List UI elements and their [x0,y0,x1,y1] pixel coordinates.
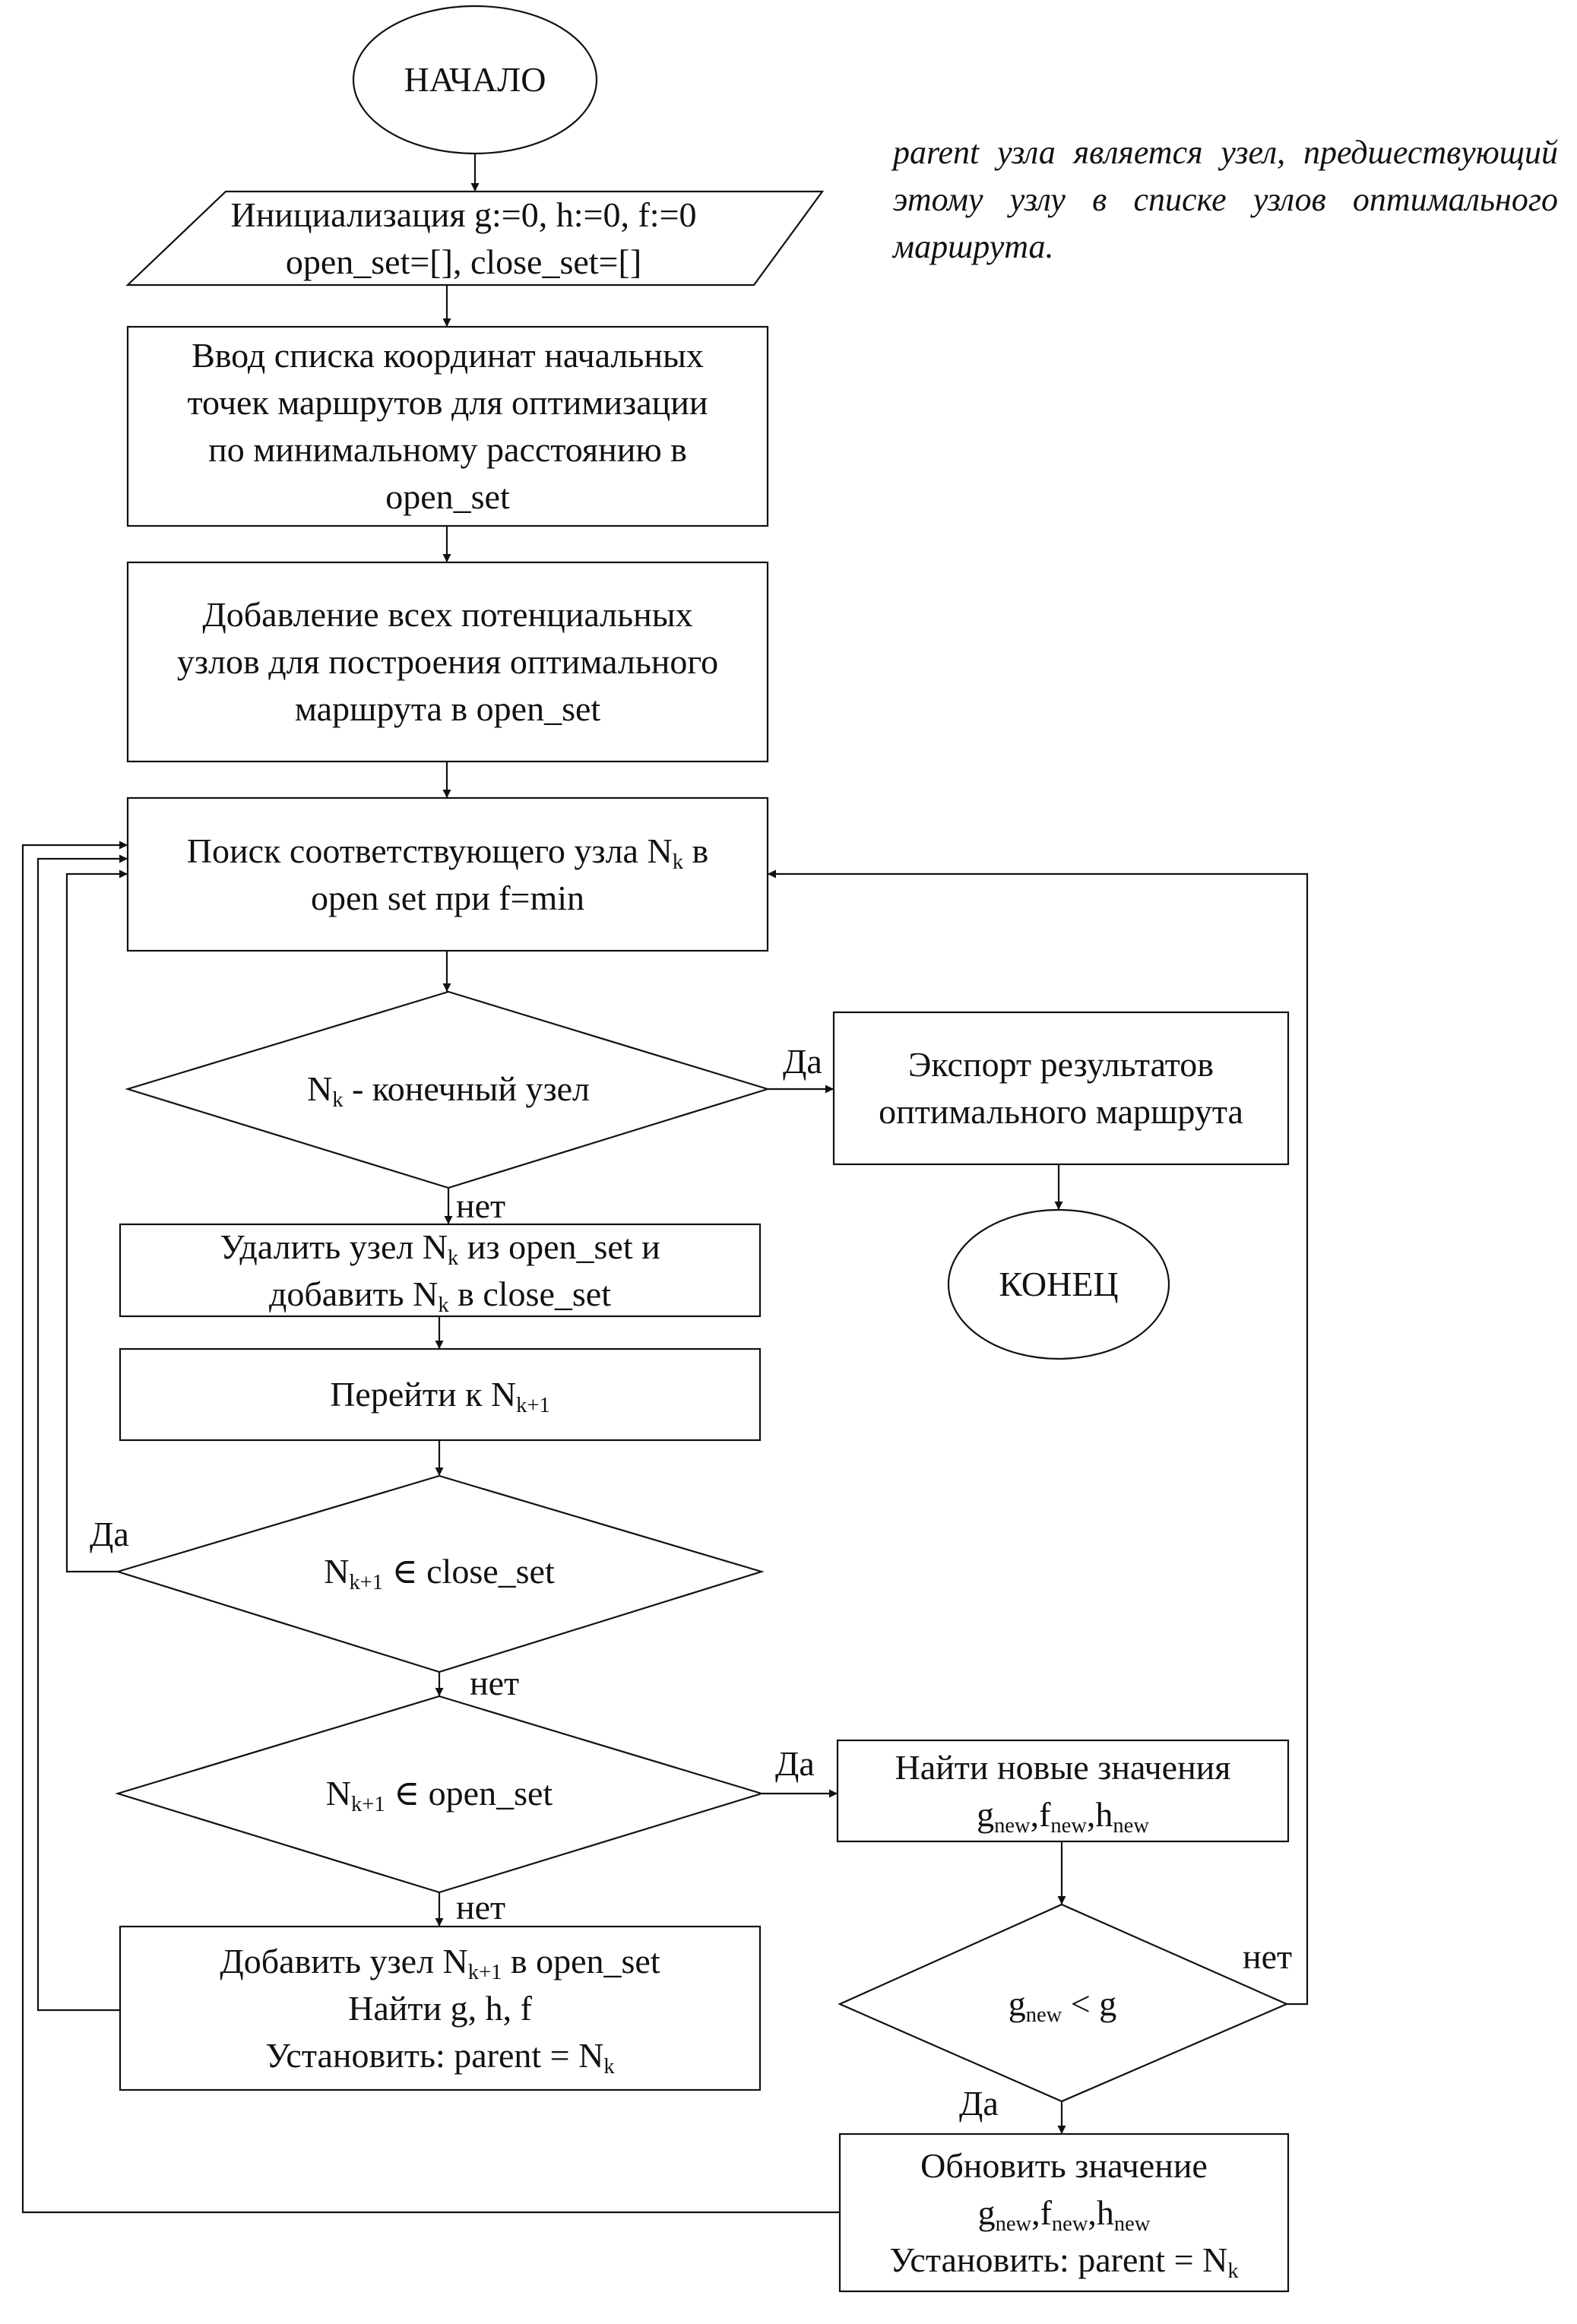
label-close-no: нет [470,1664,520,1702]
remove-line: добавить Nk в close_set [269,1274,611,1317]
parent-note: parent узла является узел, предшествующи… [893,134,1558,265]
start-text: НАЧАЛО [353,8,597,152]
export-text: Экспорт результатов оптимального маршрута [834,1012,1288,1164]
input-line: Ввод списка координат начальных [192,336,704,375]
update-line: Установить: parent = Nk [889,2240,1239,2283]
find-new-line: gnew,fnew,hnew [977,1794,1149,1838]
search-line: open set при f=min [310,878,585,917]
label-open-yes: Да [775,1744,815,1783]
is-final-text: Nk - конечный узел [228,1053,669,1126]
input-line: open_set [385,477,510,516]
label-final-no: нет [456,1186,506,1225]
end-text: КОНЕЦ [948,1210,1169,1359]
g-less-text: gnew < g [927,1968,1198,2041]
arrow-addopen-loop [36,854,128,2012]
update-line: Обновить значение [920,2145,1208,2185]
find-new-box [836,1739,1290,1843]
input-line: по минимальному расстоянию в [208,430,687,469]
init-line: Инициализация g:=0, h:=0, f:=0 [230,195,697,234]
in-open-text: Nk+1 ∈ open_set [228,1757,651,1830]
add-all-line: маршрута в open_set [294,689,601,728]
add-all-line: узлов для построения оптимального [176,642,719,681]
in-close-text: Nk+1 ∈ close_set [228,1535,651,1608]
search-text: Поиск соответствующего узла Nk в open set… [128,798,768,951]
label-open-no: нет [456,1888,506,1927]
remove-line: Удалить узел Nk из open_set и [220,1227,660,1270]
add-open-line: Найти g, h, f [348,1988,532,2028]
input-line: точек маршрутов для оптимизации [187,383,708,422]
add-all-text: Добавление всех потенциальных узлов для п… [128,562,768,761]
init-text: Инициализация g:=0, h:=0, f:=0 open_set=[… [175,192,752,285]
add-open-line: Добавить узел Nk+1 в open_set [220,1941,660,1984]
label-final-yes: Да [783,1042,822,1081]
goto-next-text: Перейти к Nk+1 [120,1349,760,1440]
arrow-gless-no-loop [768,869,1309,2006]
in-open-line: Nk+1 ∈ open_set [325,1774,553,1816]
add-open-line: Установить: parent = Nk [265,2035,615,2079]
arrow-update-loop [21,841,840,2214]
search-line: Поиск соответствующего узла Nk в [186,831,709,874]
add-all-line: Добавление всех потенциальных [202,595,693,634]
export-line: оптимального маршрута [879,1092,1243,1131]
find-new-line: Найти новые значения [895,1747,1231,1787]
end-line: КОНЕЦ [999,1265,1119,1303]
init-line: open_set=[], close_set=[] [285,242,642,281]
goto-next-line: Перейти к Nk+1 [330,1375,550,1417]
in-close-line: Nk+1 ∈ close_set [324,1552,555,1594]
input-text: Ввод списка координат начальных точек мар… [128,327,768,526]
g-less-line: gnew < g [1008,1984,1117,2027]
label-close-yes: Да [90,1515,129,1553]
label-gless-yes: Да [959,2084,999,2123]
arrow-close-yes-loop [65,869,128,1573]
export-line: Экспорт результатов [907,1045,1214,1084]
start-line: НАЧАЛО [404,60,546,99]
is-final-line: Nk - конечный узел [306,1069,591,1112]
find-new-text: Найти новые значения gnew,fnew,hnew [838,1740,1288,1841]
init-parallelogram [125,190,825,287]
update-line: gnew,fnew,hnew [977,2193,1151,2236]
label-gless-no: нет [1243,1937,1293,1976]
